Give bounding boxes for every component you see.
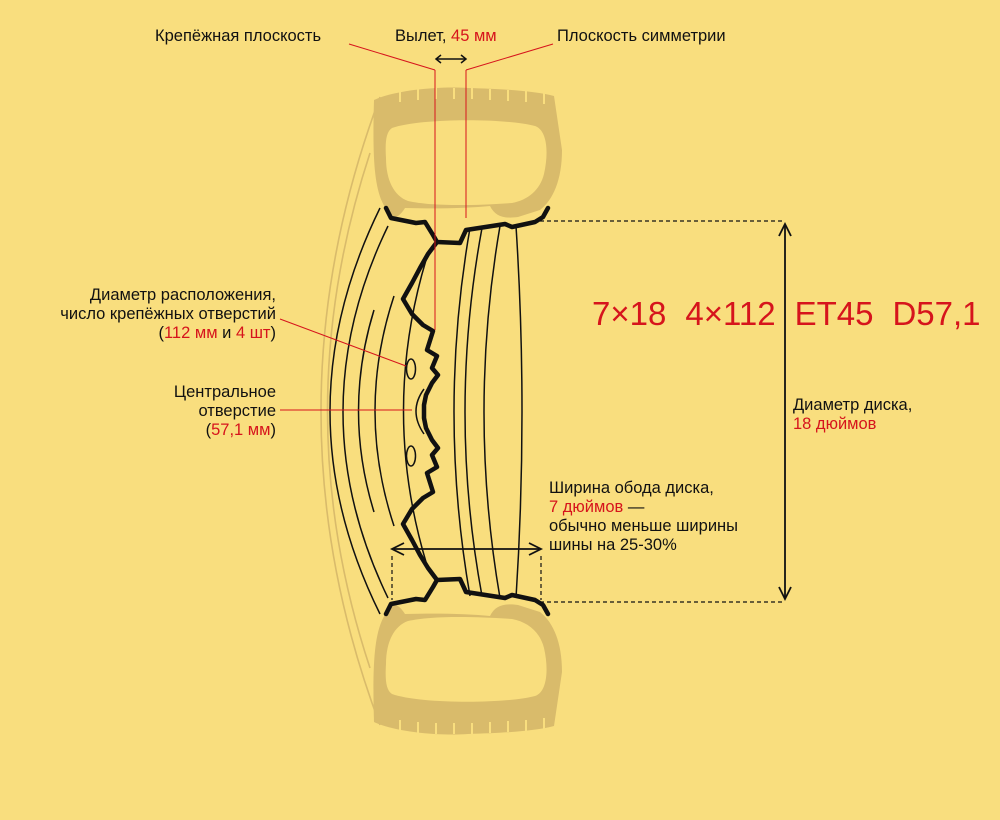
width-line2: 7 дюймов — [549, 498, 738, 517]
center-bore [415, 388, 425, 435]
rim-width-dimension [389, 542, 544, 556]
tire-section-top [373, 87, 562, 218]
width-value: 7 дюймов [549, 498, 624, 516]
pcd-and: и [217, 324, 236, 342]
bore-line2: отверстие [198, 402, 276, 420]
bore-close: ) [270, 421, 277, 439]
bore-open: ( [205, 421, 212, 439]
rim-diameter-dimension [778, 221, 792, 602]
offset-prefix: Вылет, [395, 27, 452, 45]
pcd-label: Диаметр расположения, число крепёжных от… [60, 286, 276, 343]
center-bore-label: Центральное отверстие (57,1 мм) [174, 383, 276, 440]
dimension-extension-lines [391, 220, 785, 603]
bore-value: 57,1 мм [211, 421, 271, 439]
pcd-value2: 4 шт [235, 324, 271, 342]
spec-offset: ET45 [794, 295, 874, 332]
leader-lines [279, 43, 554, 411]
mounting-plane-label: Крепёжная плоскость [155, 27, 321, 46]
wheel-perspective-arcs [329, 207, 523, 615]
pcd-line2: число крепёжных отверстий [60, 305, 276, 323]
diameter-value: 18 дюймов [793, 415, 877, 433]
rim-diameter-label: Диаметр диска, 18 дюймов [793, 396, 912, 434]
width-line4: шины на 25-30% [549, 536, 677, 554]
rim-width-label: Ширина обода диска, 7 дюймов — обычно ме… [549, 479, 738, 555]
spec-bore: D57,1 [892, 295, 981, 332]
symmetry-plane-text: Плоскость симметрии [557, 27, 726, 45]
offset-dimension [434, 54, 468, 64]
width-dash: — [623, 498, 645, 516]
offset-label: Вылет, 45 мм [395, 27, 497, 46]
bolt-holes [405, 358, 417, 467]
width-line1: Ширина обода диска, [549, 479, 714, 497]
offset-value: 45 мм [451, 27, 497, 45]
bore-line3: (57,1 мм) [174, 421, 276, 440]
wheel-profile [383, 205, 551, 617]
bore-line1: Центральное [173, 383, 276, 401]
tire-outline [320, 96, 381, 726]
bolt-hole-lower [405, 445, 417, 467]
tire-section-bottom [373, 604, 562, 735]
pcd-value1: 112 мм [163, 324, 218, 342]
symmetry-plane-label: Плоскость симметрии [557, 27, 726, 46]
pcd-open: ( [158, 324, 164, 342]
width-line3: обычно меньше ширины [549, 517, 739, 535]
pcd-close: ) [270, 324, 277, 342]
mounting-plane-text: Крепёжная плоскость [155, 27, 322, 45]
spec-pcd: 4×112 [685, 295, 776, 332]
pcd-line1: Диаметр расположения, [89, 286, 276, 304]
spec-size: 7×18 [592, 295, 667, 332]
bolt-hole-upper [405, 358, 417, 380]
pcd-line3: (112 мм и 4 шт) [60, 324, 276, 343]
diameter-line1: Диаметр диска, [793, 396, 913, 414]
wheel-spec-line: 7×18 4×112 ET45 D57,1 [592, 294, 981, 334]
